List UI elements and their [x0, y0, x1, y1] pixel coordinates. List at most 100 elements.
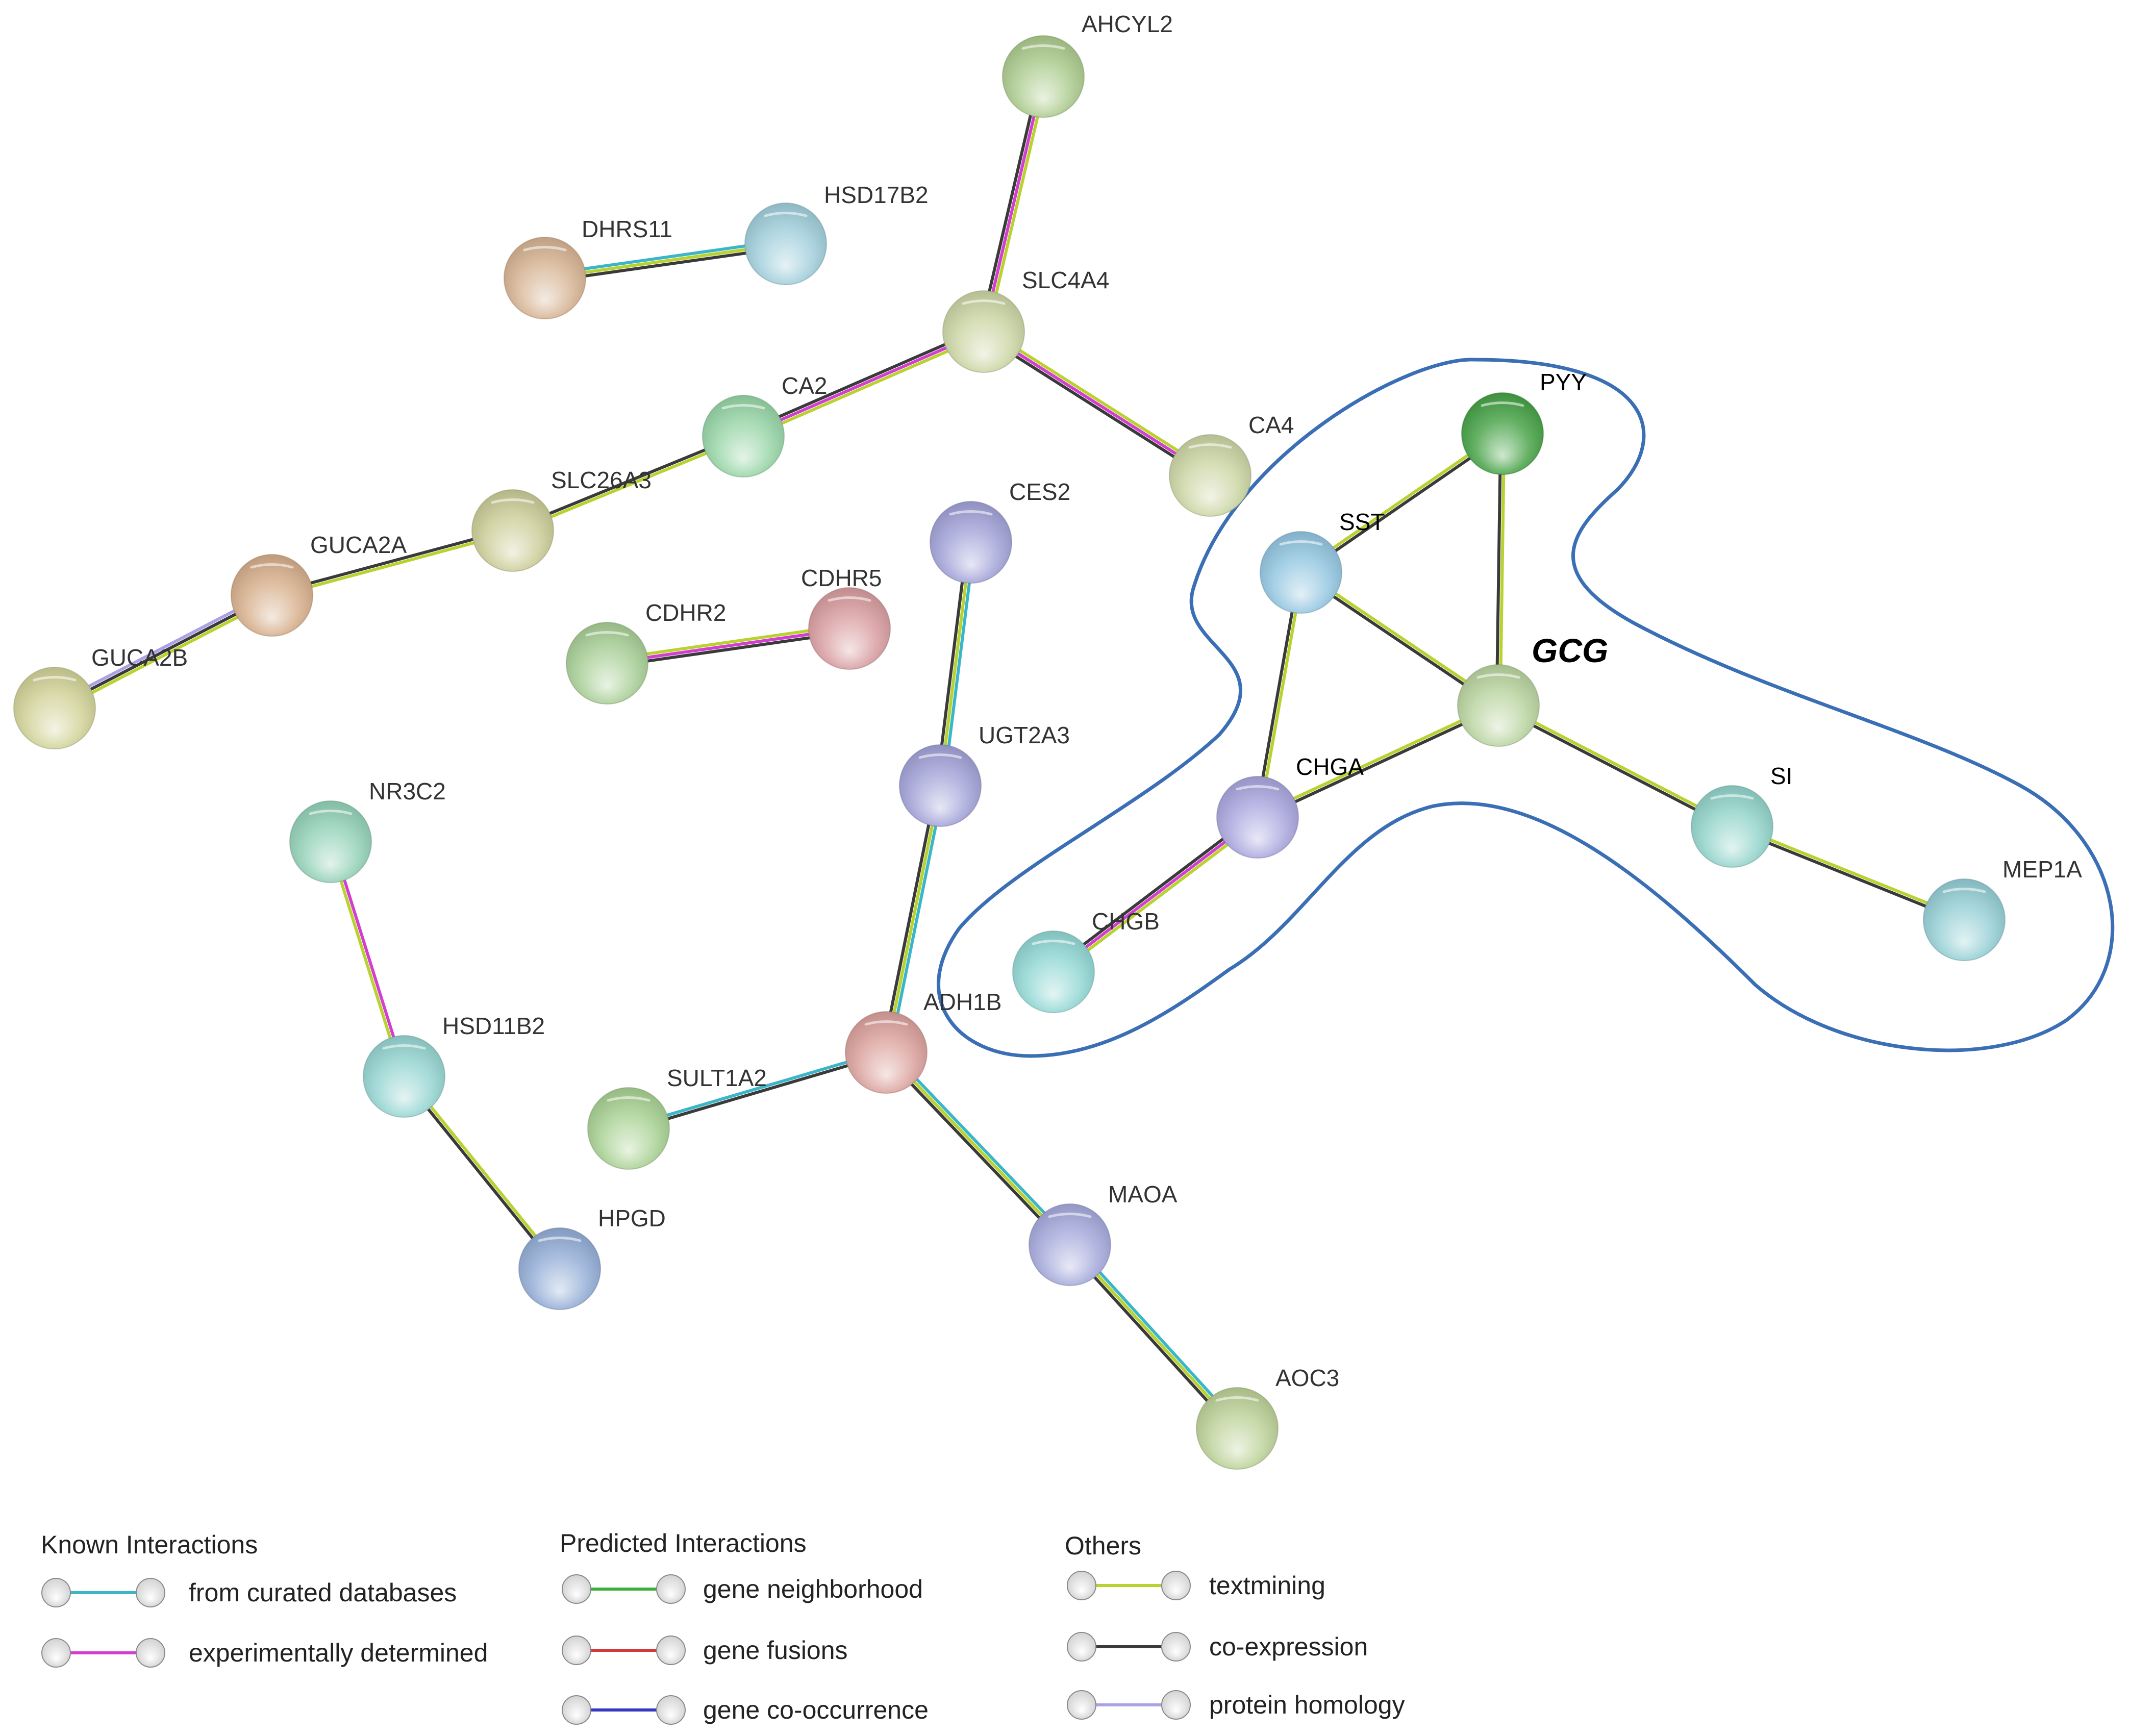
edge-line-textmining — [1258, 571, 1305, 819]
node-highlight — [309, 810, 353, 815]
node-label: GUCA2B — [91, 644, 188, 671]
legend-label-homology: protein homology — [1209, 1691, 1405, 1719]
node-highlight — [382, 1044, 426, 1050]
edge-line-textmining — [1068, 1243, 1239, 1430]
legend-node-icon — [1067, 1632, 1096, 1662]
node-highlight — [1032, 940, 1075, 945]
node-label: HSD17B2 — [824, 182, 929, 208]
edge-line-coexpression — [1730, 826, 1965, 923]
node-highlight — [491, 498, 535, 504]
node-highlight — [1021, 44, 1065, 50]
edge-slc4a4-ca4 — [980, 327, 1214, 480]
node-ugt2a3[interactable]: UGT2A3 — [899, 722, 1070, 827]
edge-line-curated — [627, 1049, 888, 1128]
edge-ugt2a3-adh1b — [881, 783, 945, 1055]
node-mep1a[interactable]: MEP1A — [1923, 856, 2082, 961]
node-si[interactable]: SI — [1691, 763, 1792, 868]
node-sphere — [1691, 785, 1773, 868]
node-sphere — [744, 203, 827, 285]
node-ces2[interactable]: CES2 — [930, 479, 1070, 584]
edge-line-textmining — [743, 333, 987, 441]
edge-line-experimental — [982, 75, 1045, 333]
node-label: CDHR5 — [801, 565, 882, 591]
node-sphere — [1196, 1387, 1279, 1470]
node-highlight — [1476, 673, 1520, 679]
node-label: SLC26A3 — [551, 467, 652, 493]
node-sphere — [1260, 531, 1342, 614]
node-guca2b[interactable]: GUCA2B — [13, 644, 188, 749]
legend-node-icon — [136, 1578, 165, 1607]
node-aoc3[interactable]: AOC3 — [1196, 1365, 1339, 1470]
node-label: SLC4A4 — [1022, 267, 1109, 293]
node-highlight — [828, 596, 871, 602]
edge-si-mep1a — [1730, 823, 1967, 923]
node-cdhr2[interactable]: CDHR2 — [566, 599, 726, 705]
node-ahcyl2[interactable]: AHCYL2 — [1002, 11, 1173, 118]
edge-ca2-slc26a3 — [510, 433, 746, 534]
node-highlight — [1188, 443, 1232, 449]
legend-known: Known Interactions from curated database… — [41, 1530, 488, 1668]
edge-line-coexpression — [980, 333, 1210, 480]
node-cdhr5[interactable]: CDHR5 — [801, 565, 891, 670]
legend-label-coexpression: co-expression — [1209, 1632, 1368, 1661]
edge-line-textmining — [270, 531, 515, 599]
node-maoa[interactable]: MAOA — [1029, 1181, 1178, 1286]
node-highlight — [1710, 794, 1754, 800]
node-guca2a[interactable]: GUCA2A — [231, 532, 407, 637]
node-label: GCG — [1532, 632, 1608, 669]
edge-line-textmining — [1497, 702, 1735, 826]
edge-line-coexpression — [1495, 432, 1502, 707]
node-sst[interactable]: SST — [1260, 509, 1385, 614]
edge-line-coexpression — [979, 74, 1042, 333]
legend-others-heading: Others — [1065, 1531, 1141, 1560]
node-label: CA4 — [1248, 412, 1294, 438]
node-sphere — [1169, 434, 1251, 517]
node-hpgd[interactable]: HPGD — [518, 1205, 666, 1310]
node-gcg[interactable]: GCG — [1457, 632, 1608, 747]
node-chga[interactable]: CHGA — [1216, 753, 1364, 859]
node-highlight — [585, 631, 629, 637]
legend-item-fusion: gene fusions — [562, 1636, 848, 1665]
legend-item-coexpression: co-expression — [1067, 1632, 1368, 1662]
node-hsd17b2[interactable]: HSD17B2 — [744, 182, 929, 285]
edge-line-experimental — [1052, 816, 1259, 973]
gcg-cluster-outline — [937, 358, 2115, 1058]
node-ca2[interactable]: CA2 — [702, 372, 827, 477]
node-label: CDHR2 — [645, 599, 726, 626]
node-slc4a4[interactable]: SLC4A4 — [942, 267, 1109, 373]
edge-line-curated — [887, 1048, 1074, 1244]
node-hsd11b2[interactable]: HSD11B2 — [363, 1013, 545, 1118]
node-label: NR3C2 — [369, 778, 446, 804]
legend-item-homology: protein homology — [1067, 1690, 1405, 1720]
node-chgb[interactable]: CHGB — [1012, 908, 1160, 1013]
edge-chga-gcg — [1255, 702, 1501, 821]
node-sphere — [1012, 930, 1095, 1013]
node-adh1b[interactable]: ADH1B — [845, 989, 1001, 1094]
node-slc26a3[interactable]: SLC26A3 — [471, 467, 652, 572]
node-pyy[interactable]: PYY — [1461, 369, 1587, 475]
edge-line-coexpression — [627, 1052, 888, 1132]
node-sphere — [566, 622, 648, 705]
legend-node-icon — [656, 1695, 686, 1725]
node-sult1a2[interactable]: SULT1A2 — [587, 1065, 767, 1170]
edge-line-experimental — [982, 330, 1212, 477]
node-sphere — [289, 800, 372, 883]
node-sphere — [1457, 664, 1540, 747]
node-sphere — [1029, 1203, 1111, 1286]
node-highlight — [1236, 785, 1280, 791]
legend-node-icon — [41, 1578, 71, 1607]
legend-known-heading: Known Interactions — [41, 1530, 258, 1559]
edge-line-coexpression — [881, 783, 939, 1053]
node-nr3c2[interactable]: NR3C2 — [289, 778, 446, 883]
node-highlight — [1215, 1396, 1259, 1402]
node-dhrs11[interactable]: DHRS11 — [504, 216, 672, 319]
legend-node-icon — [1161, 1690, 1191, 1720]
legend-label-experimental: experimentally determined — [189, 1639, 488, 1667]
legend-node-icon — [41, 1638, 71, 1668]
edge-line-textmining — [984, 327, 1214, 474]
node-label: CHGB — [1092, 908, 1160, 935]
node-sphere — [518, 1227, 601, 1310]
node-ca4[interactable]: CA4 — [1169, 412, 1294, 517]
edges-layer — [51, 74, 1967, 1432]
edge-line-curated — [1071, 1241, 1242, 1428]
